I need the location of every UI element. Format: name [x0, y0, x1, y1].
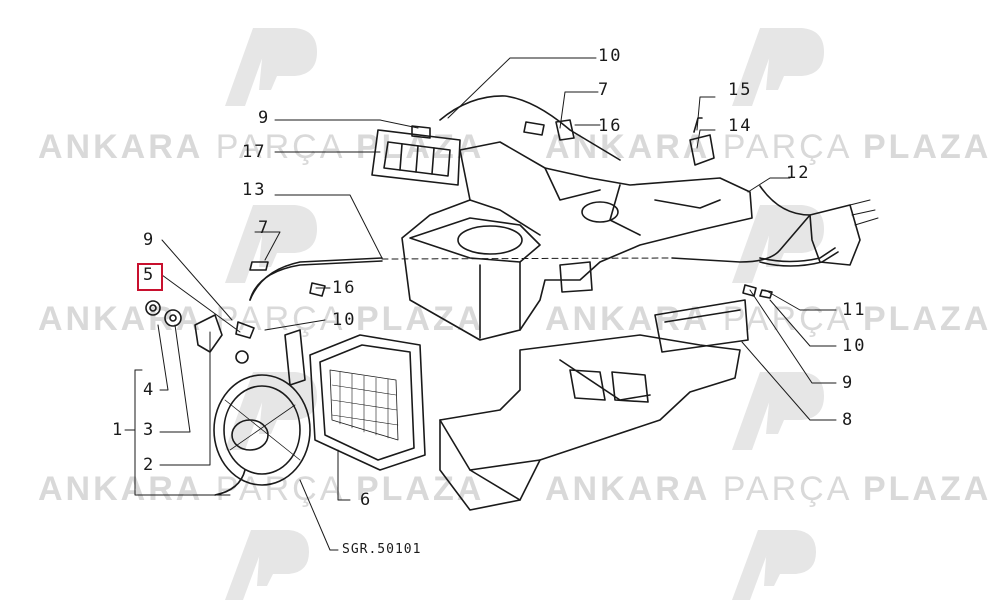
vent-panel: [371, 129, 461, 186]
ap-logo-icon: [732, 530, 816, 600]
label-part-6: 6: [360, 490, 373, 510]
ap-logo-icon: [225, 530, 309, 600]
label-part-3: 3: [143, 420, 156, 440]
label-part-14: 14: [728, 116, 753, 136]
label-part-2: 2: [143, 455, 156, 475]
label-part-16: 16: [332, 278, 357, 298]
cables: [249, 95, 839, 301]
ap-logo-icon: [732, 205, 824, 283]
label-part-9: 9: [258, 108, 271, 128]
label-part-4: 4: [143, 380, 156, 400]
label-part-9: 9: [143, 230, 156, 250]
ap-logo-icon: [225, 205, 317, 283]
ap-logo-icon: [732, 28, 824, 106]
label-part-16: 16: [598, 116, 623, 136]
label-part-17: 17: [242, 142, 267, 162]
hardware: [145, 117, 879, 364]
label-part-10: 10: [598, 46, 623, 66]
watermark-text: ANKARA PARÇA PLAZA: [545, 300, 992, 338]
lower-tray: [439, 299, 749, 511]
label-part-10: 10: [332, 310, 357, 330]
label-part-15: 15: [728, 80, 753, 100]
heater-core: [284, 329, 426, 471]
blower-fan: [213, 374, 311, 496]
label-part-5: 5: [143, 265, 156, 285]
label-part-7: 7: [598, 80, 611, 100]
watermark-text: ANKARA PARÇA PLAZA: [545, 470, 992, 508]
label-part-11: 11: [842, 300, 867, 320]
reference-code: SGR.50101: [342, 542, 422, 557]
label-part-10: 10: [842, 336, 867, 356]
label-part-1: 1: [112, 420, 125, 440]
watermark-text: ANKARA PARÇA PLAZA: [38, 300, 485, 338]
watermark-logos: [225, 28, 824, 600]
label-part-9: 9: [842, 373, 855, 393]
label-part-12: 12: [786, 163, 811, 183]
label-part-13: 13: [242, 180, 267, 200]
highlight-box: [137, 263, 163, 291]
resistor-block: [809, 204, 861, 266]
ap-logo-icon: [225, 28, 317, 106]
leader-lines: [124, 57, 837, 551]
label-part-8: 8: [842, 410, 855, 430]
label-part-7: 7: [258, 218, 271, 238]
flap: [654, 299, 749, 353]
heater-housing: [401, 141, 753, 341]
watermark-text: ANKARA PARÇA PLAZA: [545, 128, 992, 166]
